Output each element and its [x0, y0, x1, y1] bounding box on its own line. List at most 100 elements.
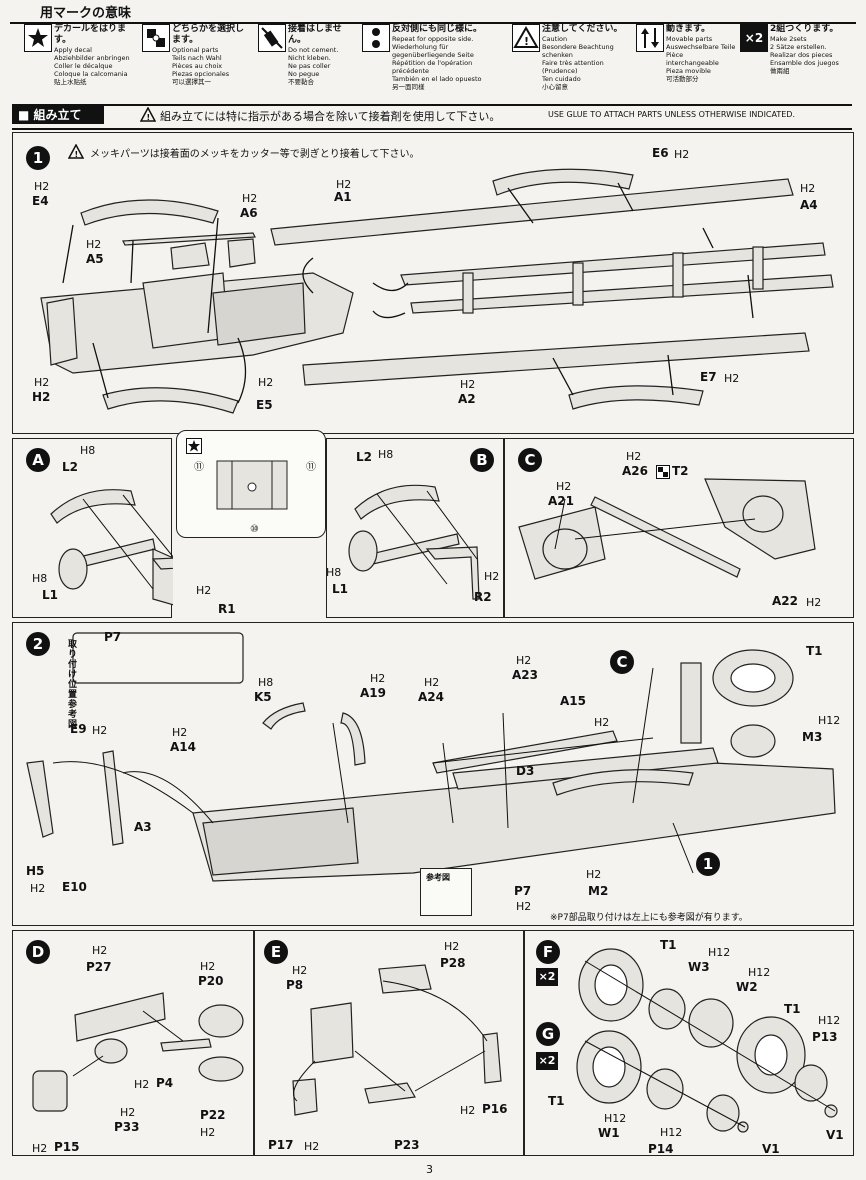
part-runner: H2 [370, 672, 386, 685]
step-1-panel [12, 132, 854, 434]
part-runner: H2 [336, 178, 352, 191]
part-runner: H2 [586, 868, 602, 881]
step-1-note: メッキパーツは接着面のメッキをカッター等で剥ぎとり接着して下さい。 [90, 149, 420, 160]
legend-caution: ! 注意してください。Caution Besondere Beachtung s… [512, 24, 630, 102]
part-label: H5 [26, 864, 45, 878]
part-runner: H8 [32, 572, 48, 585]
sub-g-badge: G [536, 1022, 560, 1046]
part-runner: H2 [92, 944, 108, 957]
part-runner: H8 [258, 676, 274, 689]
part-label: W2 [736, 980, 758, 994]
sub-d-drawing [32, 992, 244, 1112]
inset-title: 取り付け位置参考図 [68, 640, 78, 730]
part-label: A6 [240, 206, 258, 220]
sub-c-ref-badge: C [610, 650, 634, 674]
part-runner: H2 [516, 654, 532, 667]
sub-a-panel [12, 438, 173, 618]
part-label: T1 [784, 1002, 801, 1016]
part-label: P7 [514, 884, 532, 898]
part-label: P7 [104, 630, 122, 644]
part-runner: H8 [326, 566, 342, 579]
sub-e-badge: E [264, 940, 288, 964]
part-label: A22 [772, 594, 798, 608]
caution-icon: ! [512, 24, 540, 52]
part-label: P16 [482, 1102, 508, 1116]
part-label: E4 [32, 194, 49, 208]
step-1-drawing [40, 168, 834, 414]
no-glue-icon [258, 24, 286, 52]
part-runner: H2 [556, 480, 572, 493]
part-label: P13 [812, 1030, 838, 1044]
part-label: L2 [356, 450, 372, 464]
part-label: P28 [440, 956, 466, 970]
sub-f-badge: F [536, 940, 560, 964]
make-2-icon: ×2 [740, 24, 768, 52]
step-2-panel [12, 622, 854, 926]
part-runner: H12 [748, 966, 771, 979]
sub-c-drawing [518, 478, 816, 580]
part-runner: H2 [594, 716, 610, 729]
part-runner: H2 [172, 726, 188, 739]
part-runner: H2 [120, 1106, 136, 1119]
part-runner: H2 [134, 1078, 150, 1091]
decal-number-10: ⑩ [250, 524, 259, 535]
sub-fg-drawing [576, 948, 838, 1133]
part-label: E6 [652, 146, 669, 160]
part-label: K5 [254, 690, 272, 704]
glue-warning-en: USE GLUE TO ATTACH PARTS UNLESS OTHERWIS… [548, 110, 796, 119]
part-runner: H2 [424, 676, 440, 689]
legend-repeat: 反対側にも同じ様に。Repeat for opposite side. Wied… [362, 24, 502, 102]
legend-header [10, 4, 856, 24]
part-label: D3 [516, 764, 535, 778]
part-label: W1 [598, 1126, 620, 1140]
reference-inset [420, 868, 472, 916]
part-runner: H2 [200, 1126, 216, 1139]
part-label: T1 [548, 1094, 565, 1108]
part-runner: H2 [34, 180, 50, 193]
part-label: P4 [156, 1076, 174, 1090]
part-label: M3 [802, 730, 823, 744]
part-label: L1 [42, 588, 58, 602]
sub-e-panel [254, 930, 524, 1156]
part-label: W3 [688, 960, 710, 974]
sub-d-badge: D [26, 940, 50, 964]
part-runner: H2 [34, 376, 50, 389]
part-runner: H2 [806, 596, 822, 609]
step-2-footnote: ※P7部品取り付けは左上にも参考図が有ります。 [550, 913, 748, 923]
part-label: R2 [474, 590, 492, 604]
part-label: P17 [268, 1138, 294, 1152]
part-label: E10 [62, 880, 87, 894]
part-runner: H2 [484, 570, 500, 583]
part-label: P22 [200, 1108, 226, 1122]
part-label: A14 [170, 740, 196, 754]
legend-decal: デカールをはります。Apply decal Abziehbilder anbri… [24, 24, 136, 102]
sub-d-panel [12, 930, 254, 1156]
star-icon [186, 438, 202, 454]
legend-no-glue: 接着はしません。Do not cement. Nicht kleben. Ne … [258, 24, 358, 102]
reference-label: 参考図 [426, 873, 450, 882]
decal-number-11: ⑪ [194, 462, 204, 473]
part-label: A3 [134, 820, 152, 834]
part-runner: H2 [304, 1140, 320, 1153]
part-runner: H12 [708, 946, 731, 959]
svg-text:!: ! [75, 150, 79, 159]
part-label: T1 [806, 644, 823, 658]
part-runner: H12 [660, 1126, 683, 1139]
part-runner: H12 [604, 1112, 627, 1125]
sub-a-badge: A [26, 448, 50, 472]
sub-c-panel [504, 438, 854, 618]
part-runner: H2 [30, 882, 46, 895]
part-label: A19 [360, 686, 386, 700]
sub-b-badge: B [470, 448, 494, 472]
part-label: P15 [54, 1140, 80, 1154]
part-label: R1 [218, 602, 236, 616]
part-runner: H2 [242, 192, 258, 205]
part-runner: H2 [444, 940, 460, 953]
step-2-badge: 2 [26, 632, 50, 656]
part-label: P14 [648, 1142, 674, 1156]
make-2-icon: ×2 [536, 1052, 558, 1070]
part-label: H2 [32, 390, 51, 404]
part-runner: H2 [86, 238, 102, 251]
movable-icon [636, 24, 664, 52]
part-label: T1 [660, 938, 677, 952]
